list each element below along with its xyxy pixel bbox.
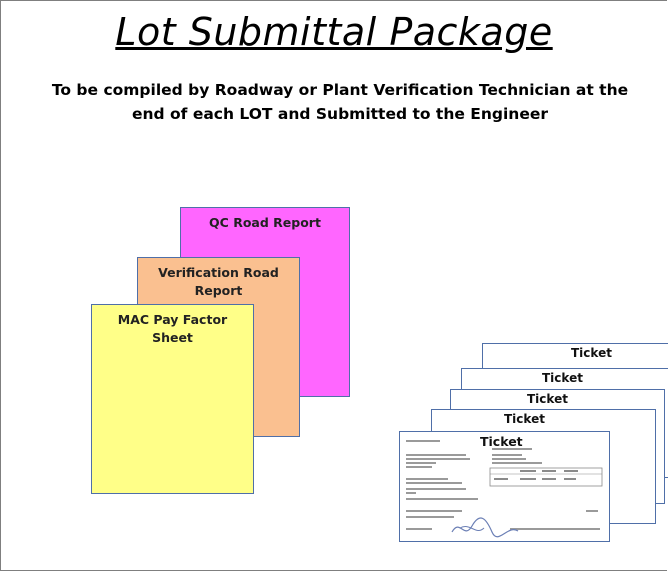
scanned-ticket-image bbox=[406, 440, 603, 538]
mac-pay-factor-sheet: MAC Pay Factor Sheet bbox=[91, 304, 254, 494]
ticket-label-5: Ticket bbox=[480, 434, 523, 449]
mac-label-line-1: MAC Pay Factor bbox=[117, 312, 228, 327]
page-title: Lot Submittal Package bbox=[115, 10, 553, 54]
subtitle-line-2: end of each LOT and Submitted to the Eng… bbox=[132, 105, 548, 123]
ticket-label-3: Ticket bbox=[527, 392, 568, 406]
subtitle-line-1: To be compiled by Roadway or Plant Verif… bbox=[51, 81, 629, 99]
verification-label-line-2: Report bbox=[194, 283, 243, 298]
mac-label-line-2: Sheet bbox=[152, 330, 193, 345]
ticket-label-2: Ticket bbox=[542, 371, 583, 385]
scanned-ticket-sheet: Ticket bbox=[399, 431, 610, 542]
page-subtitle: To be compiled by Roadway or Plant Verif… bbox=[10, 78, 668, 126]
verification-label-line-1: Verification Road bbox=[158, 265, 279, 280]
qc-road-report-label: QC Road Report bbox=[209, 215, 321, 230]
ticket-label-1: Ticket bbox=[571, 346, 612, 360]
ticket-label-4: Ticket bbox=[504, 412, 545, 426]
